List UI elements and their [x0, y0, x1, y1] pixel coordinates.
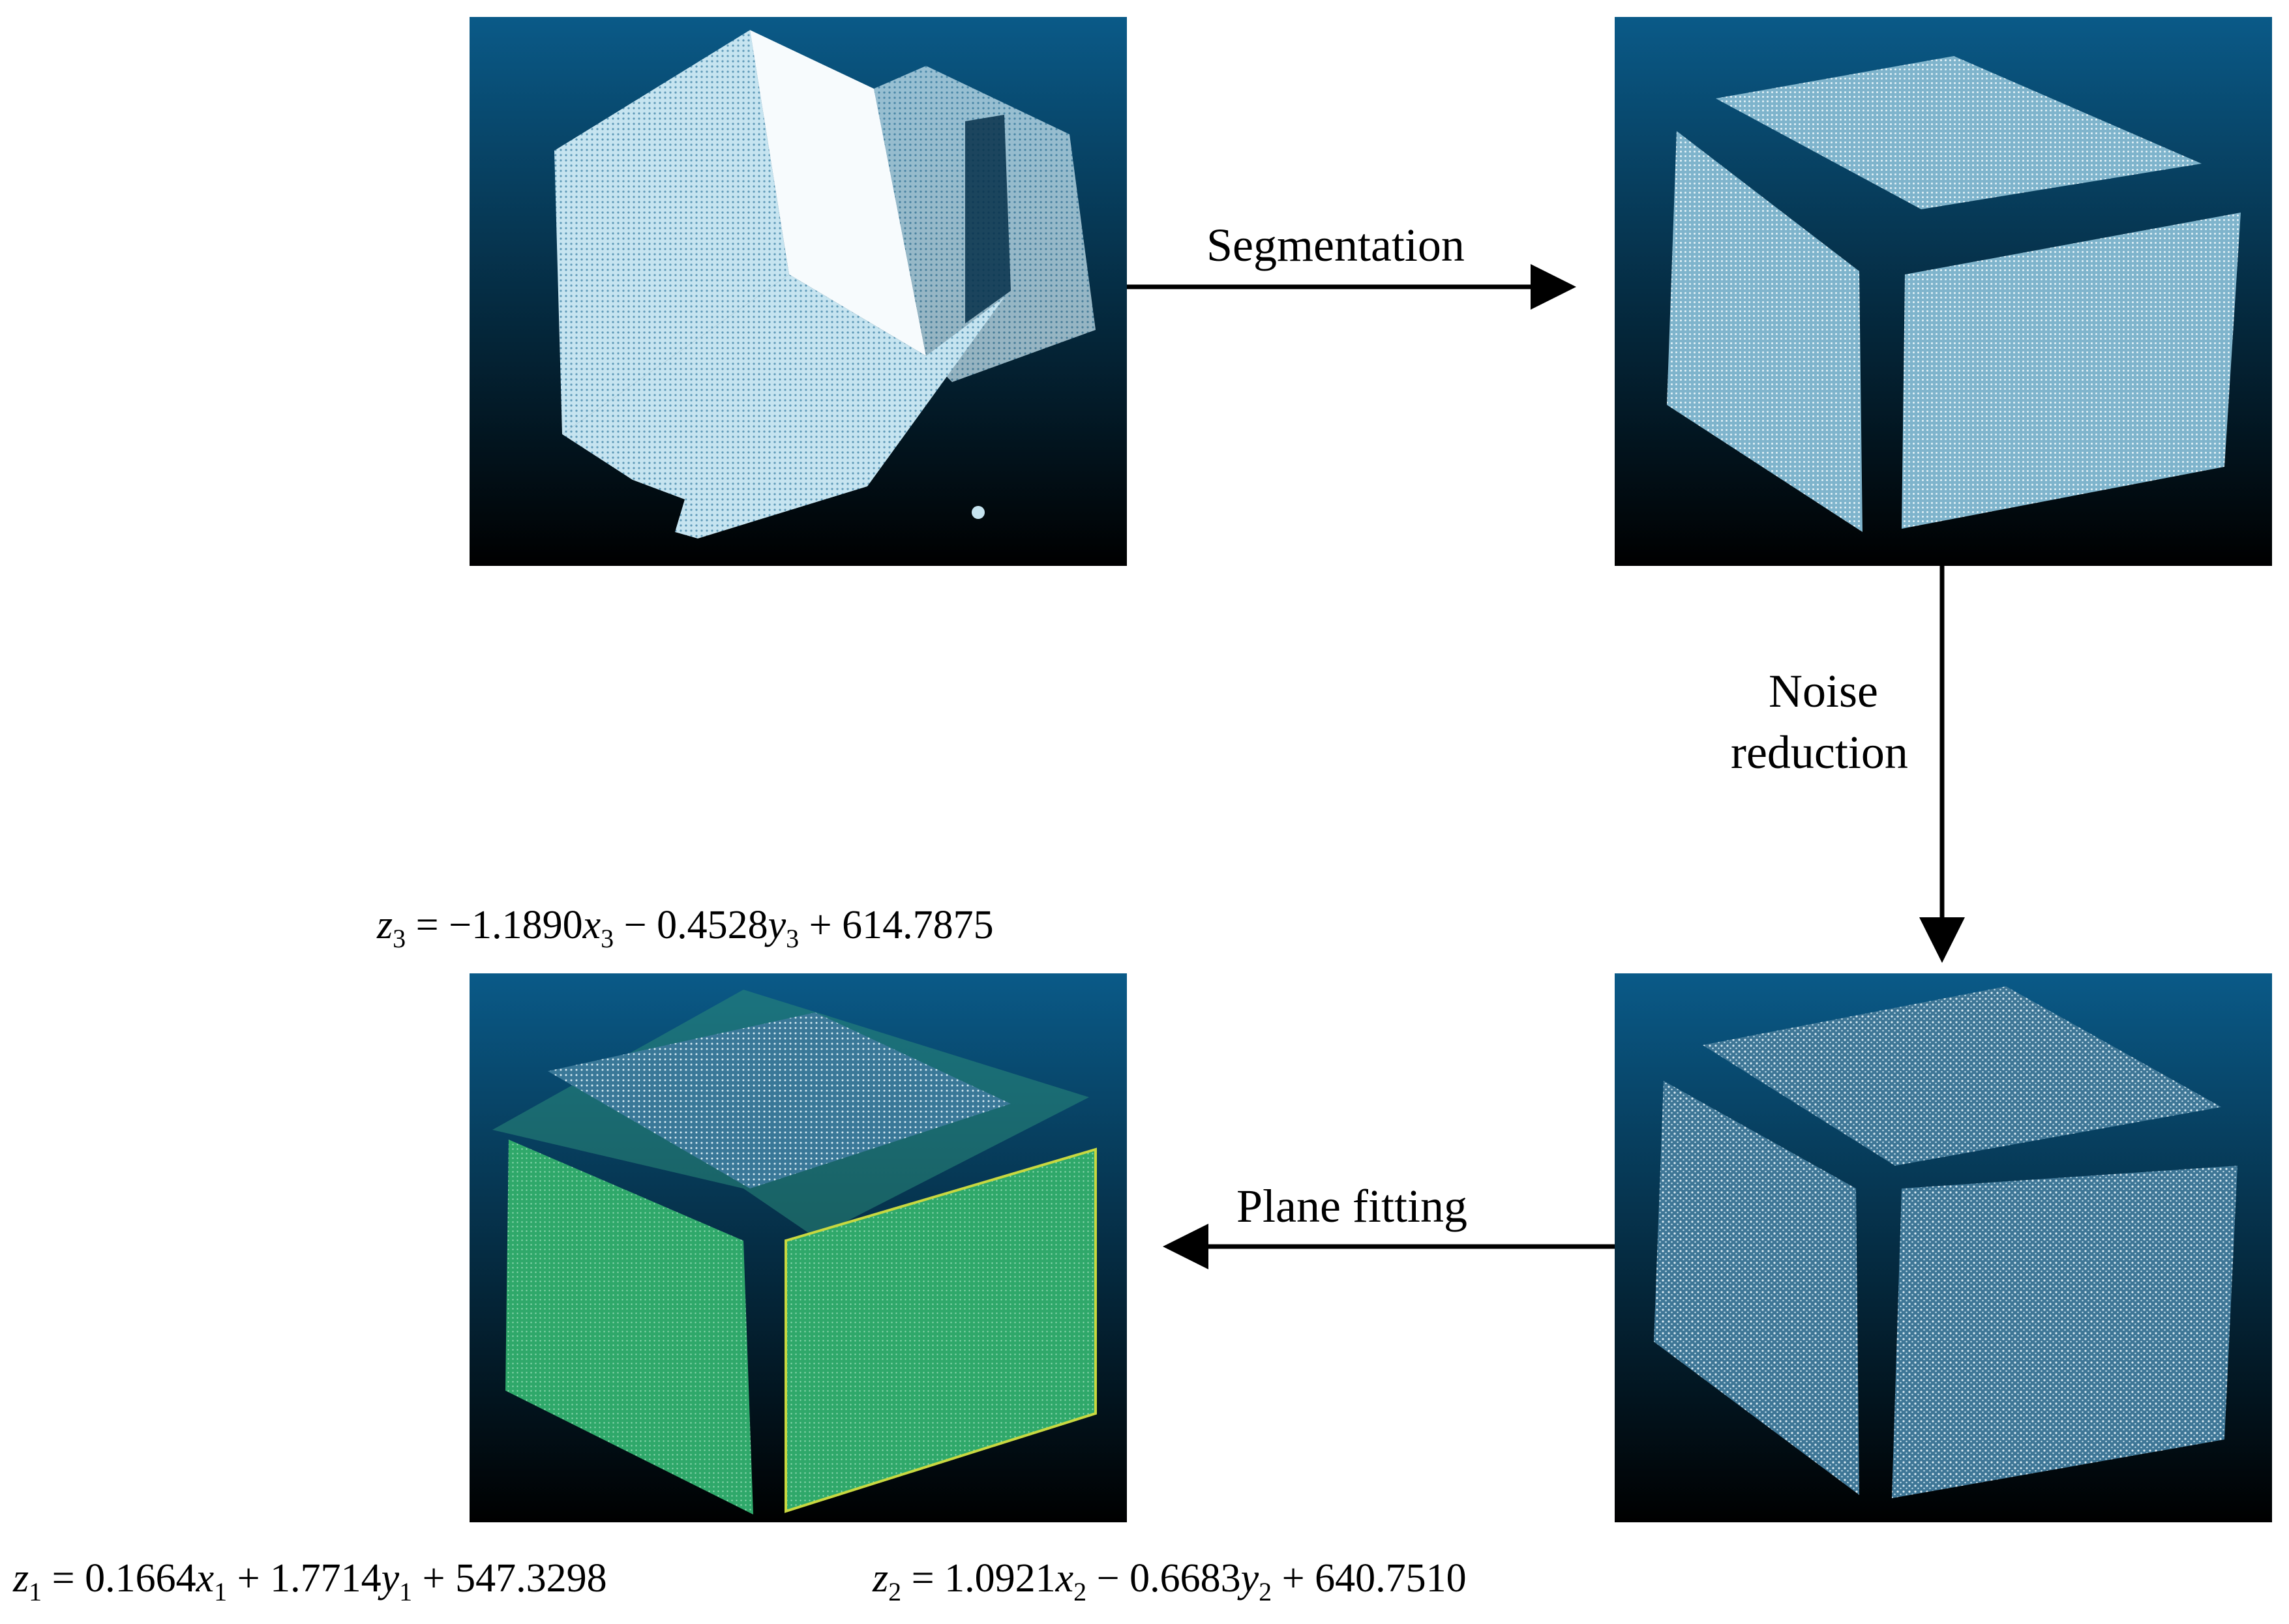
noise-label-line1: Noise — [1769, 665, 1878, 717]
top-face — [1716, 56, 2202, 209]
denoised-point-cloud-panel — [1615, 973, 2272, 1522]
right-face — [1892, 1166, 2237, 1498]
box-bottom-face — [562, 274, 1004, 539]
segmented-point-cloud-panel — [1615, 17, 2272, 566]
noise-label-line2: reduction — [1731, 726, 1908, 778]
equation-z2: z2 = 1.0921x2 − 0.6683y2 + 640.7510 — [873, 1556, 1467, 1606]
fitted-right-plane — [785, 1147, 1097, 1513]
segmentation-label: Segmentation — [1206, 219, 1465, 271]
left-face — [1654, 1081, 1859, 1495]
top-face — [1703, 986, 2221, 1166]
box-bright-face — [750, 30, 926, 356]
fitted-left-plane — [505, 1140, 753, 1514]
equation-z1: z1 = 0.1664x1 + 1.7714y1 + 547.3298 — [13, 1556, 607, 1606]
left-face — [1667, 131, 1863, 532]
equation-z3: z3 = −1.1890x3 − 0.4528y3 + 614.7875 — [377, 903, 994, 953]
plane-fitting-panel — [470, 973, 1127, 1522]
raw-point-cloud-panel — [470, 17, 1127, 566]
right-face — [1902, 213, 2241, 529]
top-face-points — [548, 1012, 1011, 1188]
plane-fitting-label: Plane fitting — [1236, 1180, 1467, 1232]
box-left-face — [554, 30, 789, 434]
